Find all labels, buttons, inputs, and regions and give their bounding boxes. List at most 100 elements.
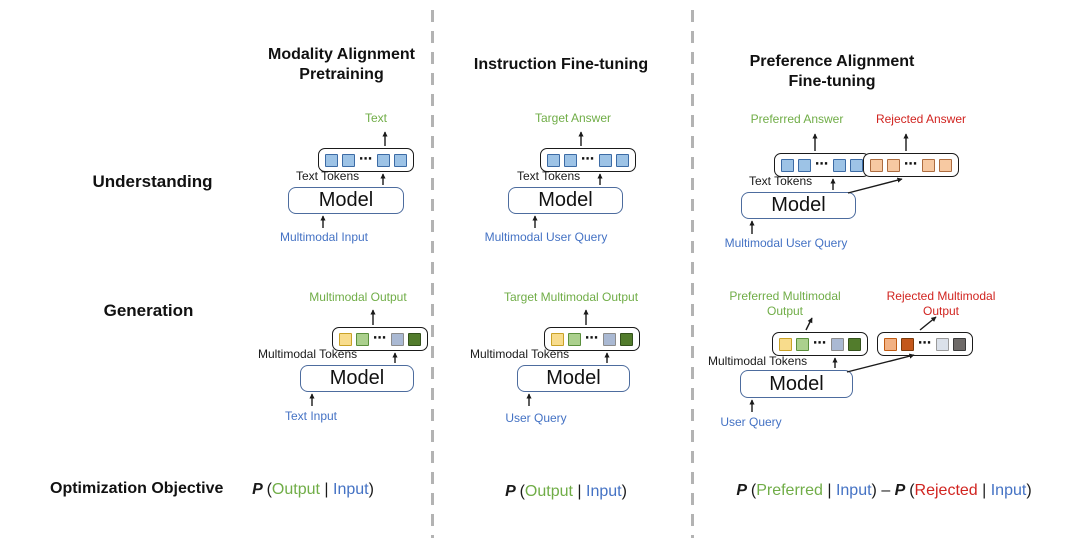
ellipsis-dots: ⋯ <box>359 151 373 166</box>
output-label-preferred-multimodal-output: Preferred Multimodal Output <box>729 289 841 318</box>
formula-segment: Output <box>524 483 573 500</box>
ellipsis-dots: ⋯ <box>373 330 387 345</box>
token-square <box>568 332 581 346</box>
ellipsis-dots: ⋯ <box>813 335 827 350</box>
arrow-u3-model-to-rejected-tokens <box>847 177 903 194</box>
token-box-rejected-text-tokens: ⋯ <box>863 153 959 177</box>
caption-multimodal-tokens: Multimodal Tokens <box>258 347 358 361</box>
model-box: Model <box>740 370 853 398</box>
header-line: Preference Alignment <box>749 53 915 70</box>
input-label-multimodal-input: Multimodal Input <box>279 230 369 244</box>
objective-formula-pretraining: P (Output | Input) <box>213 481 413 499</box>
objective-row-label: Optimization Objective <box>50 480 224 497</box>
token-square <box>779 337 792 351</box>
header-preference-alignment-fine-tuning: Preference Alignment Fine-tuning <box>732 52 932 92</box>
header-modality-alignment-pretraining: Modality Alignment Pretraining <box>244 45 439 85</box>
input-label-user-query: User Query <box>720 415 782 429</box>
ellipsis-dots: ⋯ <box>815 156 829 171</box>
model-box: Model <box>300 365 414 392</box>
output-label-preferred-answer: Preferred Answer <box>750 112 844 126</box>
objective-formula-preference: P (Preferred | Input) – P (Rejected | In… <box>704 482 1064 500</box>
divider-col2-col3 <box>691 10 694 538</box>
token-square <box>598 153 612 167</box>
caption-text-tokens: Text Tokens <box>517 169 581 183</box>
formula-segment: P <box>252 481 267 498</box>
token-square <box>564 153 577 167</box>
formula-segment: Rejected <box>914 482 978 499</box>
header-line: Fine-tuning <box>788 73 876 90</box>
token-square <box>619 332 633 346</box>
token-square <box>615 153 629 167</box>
token-box-preferred-multimodal-tokens: ⋯ <box>772 332 868 356</box>
model-box: Model <box>508 187 623 214</box>
arrow-g3-model-to-rejected-tokens <box>846 353 915 373</box>
token-square <box>887 158 900 172</box>
output-label-text: Text <box>364 111 387 125</box>
token-box-multimodal-tokens: ⋯ <box>332 327 428 351</box>
token-square <box>847 337 861 351</box>
row-label-generation: Generation <box>103 301 194 320</box>
token-square <box>407 332 421 346</box>
token-square <box>796 337 809 351</box>
formula-segment: Input <box>333 481 369 498</box>
token-box-multimodal-tokens: ⋯ <box>544 327 640 351</box>
formula-segment: | <box>977 482 991 499</box>
ellipsis-dots: ⋯ <box>581 151 595 166</box>
caption-multimodal-tokens: Multimodal Tokens <box>470 347 570 361</box>
formula-segment: – <box>881 482 895 499</box>
token-box-preferred-text-tokens: ⋯ <box>774 153 870 177</box>
output-label-multimodal-output: Multimodal Output <box>309 290 407 304</box>
formula-segment: P <box>736 482 751 499</box>
formula-segment: ( <box>909 482 915 499</box>
input-label-user-query: User Query <box>505 411 567 425</box>
caption-text-tokens: Text Tokens <box>296 169 360 183</box>
token-square <box>547 153 560 167</box>
formula-segment: ( <box>750 482 757 499</box>
token-box-text-tokens: ⋯ <box>540 148 636 172</box>
arrow-g3-preferred-tokens-to-label <box>805 317 813 331</box>
caption-text-tokens: Text Tokens <box>749 174 813 188</box>
objective-formula-instruction: P (Output | Input) <box>466 483 666 501</box>
formula-segment: ) <box>871 482 882 499</box>
caption-multimodal-tokens: Multimodal Tokens <box>708 354 808 368</box>
token-square <box>376 153 390 167</box>
token-square <box>938 158 952 172</box>
ellipsis-dots: ⋯ <box>904 156 918 171</box>
token-square <box>325 153 338 167</box>
formula-segment: Input <box>835 482 872 499</box>
token-square <box>390 332 404 346</box>
formula-segment: Input <box>586 483 622 500</box>
output-label-rejected-answer: Rejected Answer <box>875 112 967 126</box>
token-square <box>921 158 935 172</box>
formula-segment: | <box>319 481 333 498</box>
token-box-rejected-multimodal-tokens: ⋯ <box>877 332 973 356</box>
formula-segment: ( <box>519 483 525 500</box>
formula-segment: Output <box>271 481 320 498</box>
formula-segment: | <box>572 483 586 500</box>
header-line: Pretraining <box>299 66 384 83</box>
row-label-understanding: Understanding <box>92 172 213 191</box>
token-square <box>884 337 897 351</box>
ellipsis-dots: ⋯ <box>585 330 599 345</box>
token-box-text-tokens: ⋯ <box>318 148 414 172</box>
output-label-rejected-multimodal-output: Rejected Multimodal Output <box>886 289 996 318</box>
header-line: Modality Alignment <box>268 46 415 63</box>
header-line: Instruction Fine-tuning <box>473 56 649 73</box>
input-label-text-input: Text Input <box>284 409 338 423</box>
formula-segment: ( <box>266 481 272 498</box>
model-box: Model <box>288 187 404 214</box>
token-square <box>798 158 811 172</box>
formula-segment: ) <box>621 483 627 500</box>
token-square <box>830 337 844 351</box>
formula-segment: Preferred <box>756 482 823 499</box>
divider-col1-col2 <box>431 10 434 538</box>
ellipsis-dots: ⋯ <box>918 335 932 350</box>
input-label-multimodal-user-query: Multimodal User Query <box>724 236 848 250</box>
output-label-target-multimodal-output: Target Multimodal Output <box>503 290 639 304</box>
token-square <box>832 158 846 172</box>
token-square <box>339 332 352 346</box>
input-label-multimodal-user-query: Multimodal User Query <box>484 230 608 244</box>
token-square <box>393 153 407 167</box>
output-label-target-answer: Target Answer <box>534 111 612 125</box>
